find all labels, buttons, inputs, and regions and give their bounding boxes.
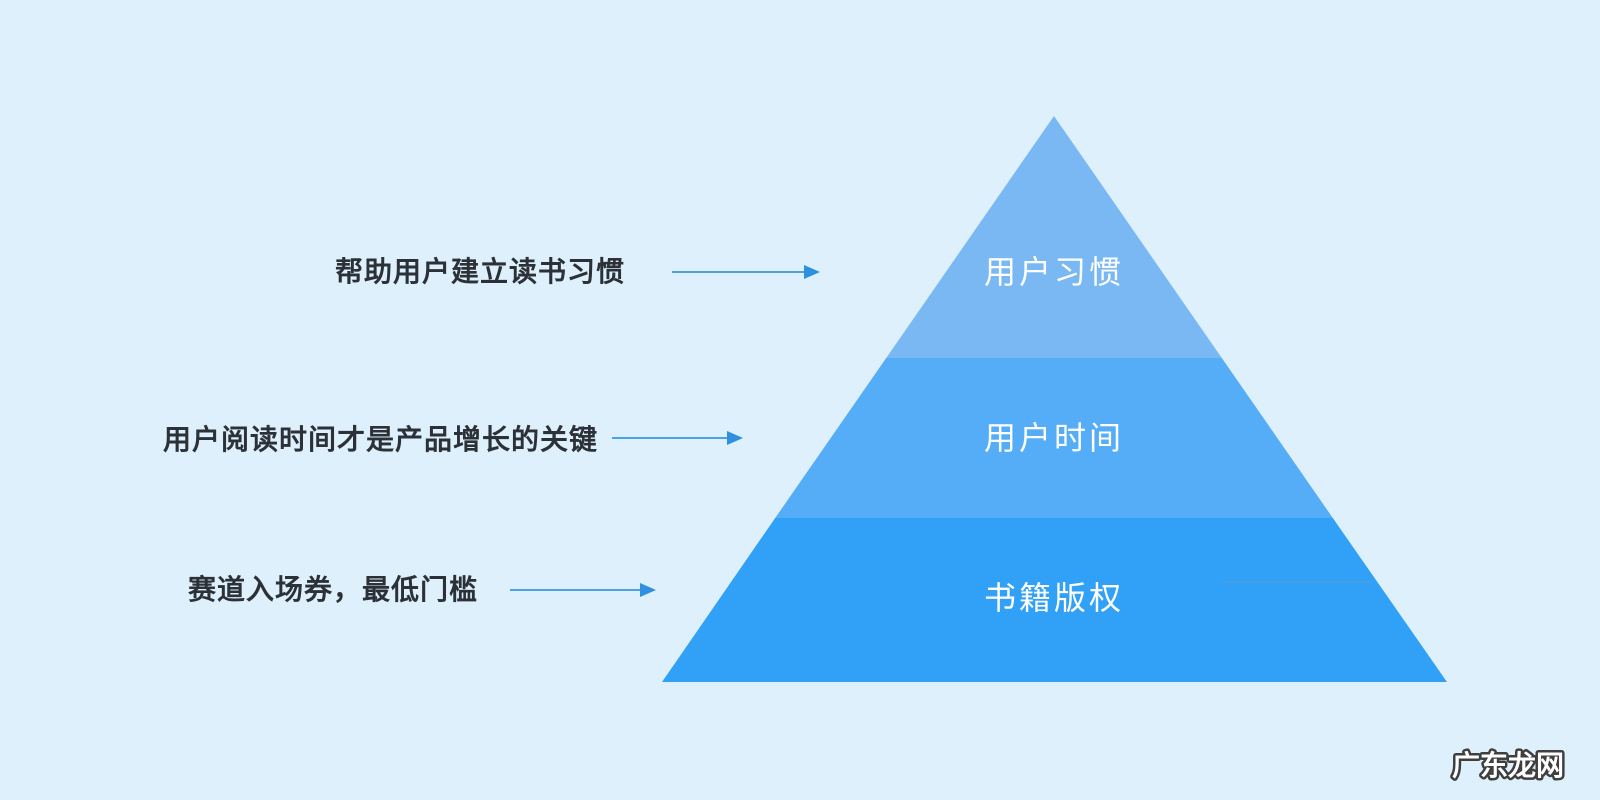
tier-label-user-time: 用户时间 (983, 420, 1124, 456)
tier-label-book-copyright: 书籍版权 (983, 580, 1124, 616)
pyramid-tier-top (886, 116, 1222, 358)
annotation-user-time: 用户阅读时间才是产品增长的关键 (162, 424, 598, 455)
pyramid-tier-bottom (662, 518, 1447, 682)
pyramid-tier-middle (775, 358, 1333, 518)
annotation-user-habits: 帮助用户建立读书习惯 (334, 256, 625, 287)
watermark-container: 广东龙网 (1450, 747, 1567, 784)
annotation-book-copyright: 赛道入场券，最低门槛 (187, 574, 478, 605)
watermark-text: 广东龙网 (1452, 749, 1564, 781)
tier-label-user-habits: 用户习惯 (983, 254, 1124, 290)
